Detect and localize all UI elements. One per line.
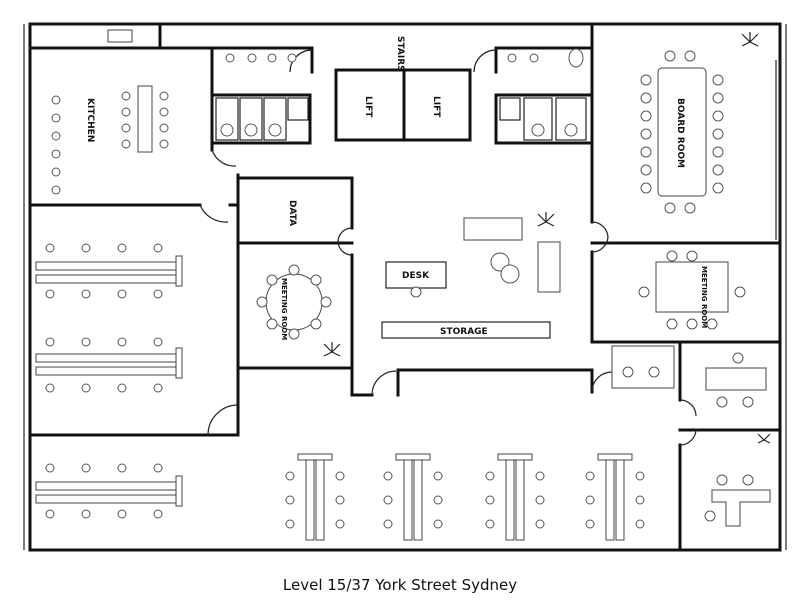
- plant-icon: [323, 32, 771, 444]
- toilets: [215, 48, 587, 141]
- label-kitchen: KITCHEN: [85, 98, 95, 142]
- office-furniture: [611, 345, 771, 527]
- lounge-furniture: [463, 217, 561, 293]
- label-lift-2: LIFT: [431, 96, 441, 118]
- bottom-workstations: [285, 453, 645, 541]
- kitchen-furniture: [51, 29, 169, 195]
- doors: [199, 49, 697, 446]
- interior-walls: [28, 22, 782, 552]
- windows: [775, 60, 781, 240]
- floor-plan: STAIRS LIFT LIFT KITCHEN BOARD ROOM DATA…: [23, 22, 787, 552]
- label-board-room: BOARD ROOM: [675, 98, 685, 168]
- desk-storage: [381, 261, 551, 339]
- label-data: DATA: [287, 200, 297, 226]
- outer-walls: [23, 22, 787, 552]
- left-workstations: [35, 243, 183, 519]
- meeting-room-2-furniture: [638, 250, 746, 330]
- label-meeting-room-2: MEETING ROOM: [700, 266, 708, 328]
- meeting-room-1-furniture: [256, 264, 332, 340]
- floor-plan-caption: Level 15/37 York Street Sydney: [282, 576, 518, 594]
- label-lift-1: LIFT: [363, 96, 373, 118]
- label-storage: STORAGE: [440, 327, 488, 337]
- board-room-furniture: [640, 50, 724, 214]
- label-stairs: STAIRS: [395, 36, 405, 72]
- label-meeting-room-1: MEETING ROOM: [280, 278, 288, 340]
- label-desk: DESK: [402, 271, 430, 281]
